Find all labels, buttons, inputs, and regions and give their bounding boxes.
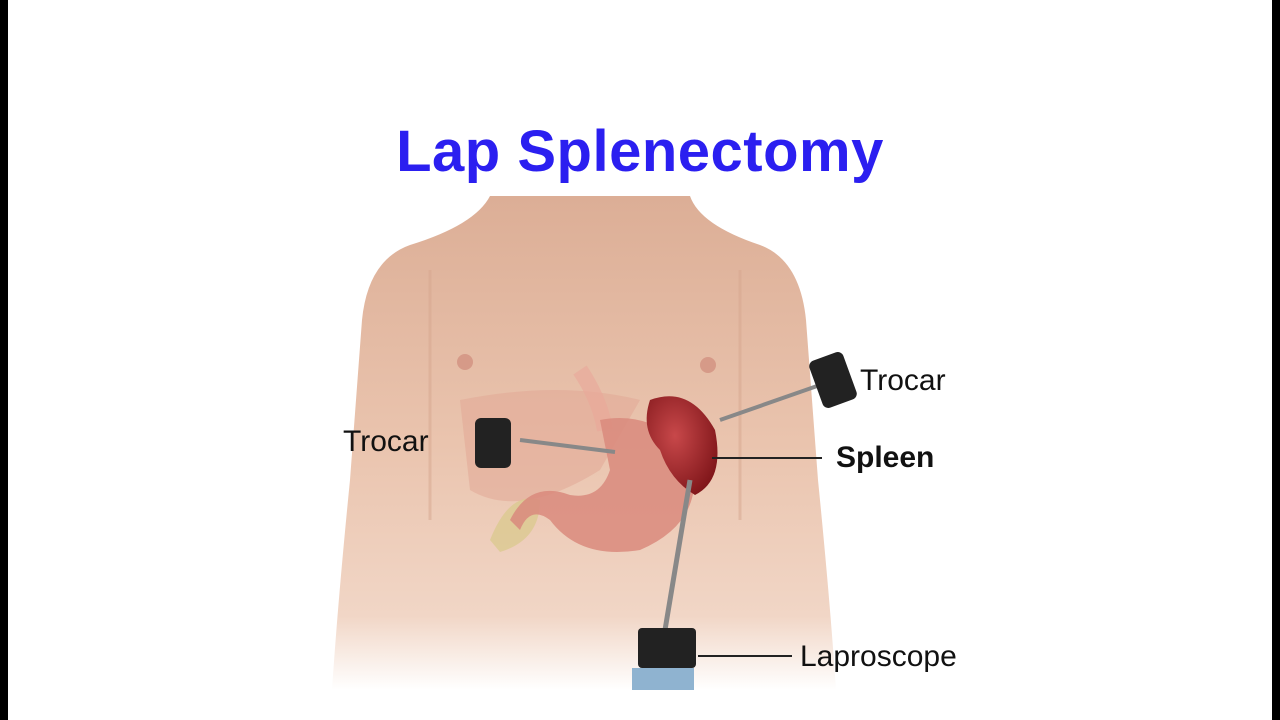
left-nipple — [457, 354, 473, 370]
label-spleen: Spleen — [836, 441, 935, 474]
stomach — [510, 418, 695, 552]
left-trocar — [475, 418, 616, 468]
spleen-organ — [646, 396, 718, 495]
label-trocar-right: Trocar — [860, 364, 946, 397]
label-laparoscope: Laproscope — [800, 640, 957, 673]
label-trocar-left: Trocar — [343, 425, 429, 458]
right-nipple — [700, 357, 716, 373]
right-trocar — [719, 352, 857, 422]
laparoscope — [632, 479, 696, 690]
slide-title: Lap Splenectomy — [396, 119, 884, 184]
